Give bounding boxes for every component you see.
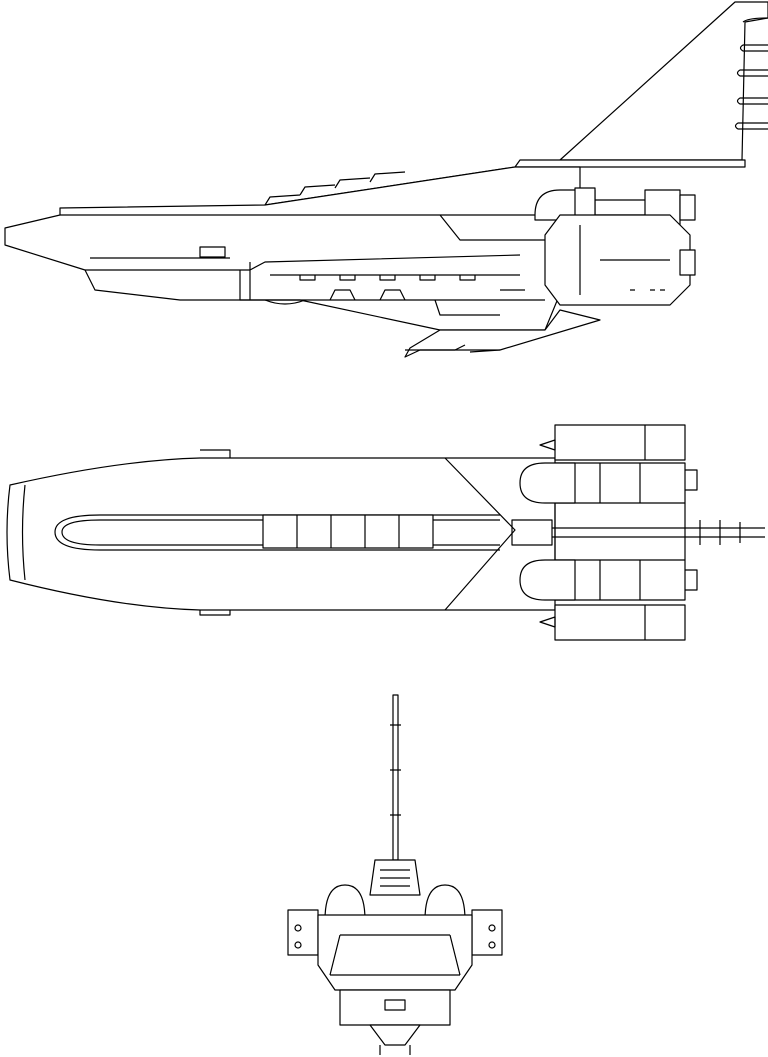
front-view	[287, 694, 503, 1055]
side-view	[4, 1, 768, 358]
fin-notches	[734, 17, 768, 130]
antenna	[392, 694, 399, 861]
top-engines	[519, 424, 698, 641]
main-hull	[4, 166, 581, 331]
front-body	[317, 914, 473, 991]
top-view	[6, 424, 765, 641]
canopy-channel	[54, 514, 500, 551]
tail-fin	[559, 1, 768, 161]
engine-nozzle-lower	[679, 249, 696, 276]
cargo-bays	[262, 514, 434, 549]
